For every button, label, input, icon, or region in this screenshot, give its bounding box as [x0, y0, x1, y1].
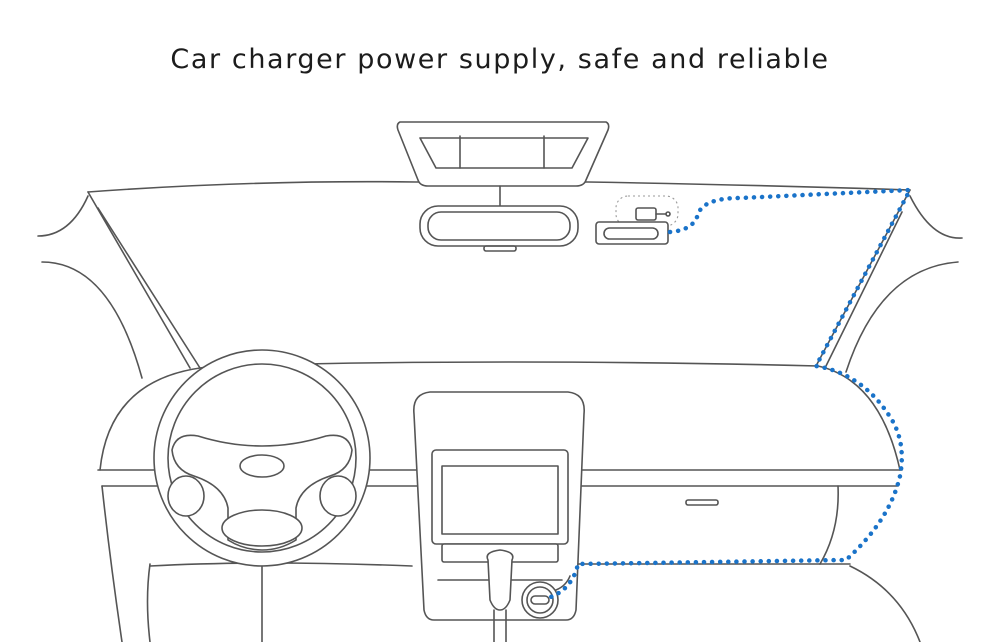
dashboard-top	[99, 361, 819, 471]
left-roof-curve	[37, 195, 89, 237]
glovebox-curve	[819, 485, 839, 565]
left-a-pillar	[87, 191, 191, 369]
infotainment-screen	[441, 465, 559, 535]
right-a-pillar-inner	[825, 211, 903, 367]
right-door-frame	[845, 261, 959, 373]
right-roof-curve	[909, 195, 963, 239]
dashboard-bottom-left	[146, 563, 151, 642]
gear-lever	[486, 549, 514, 611]
left-a-pillar-inner	[97, 207, 201, 369]
windshield-top-edge	[87, 180, 911, 193]
horn-pad	[239, 454, 285, 478]
steering-wheel-inner	[167, 363, 357, 553]
dashboard-right	[817, 365, 901, 471]
glovebox-handle	[685, 499, 719, 506]
dashboard-left-side	[101, 485, 123, 642]
steering-wheel-hub	[171, 434, 353, 551]
infotainment-screen-frame	[431, 449, 569, 545]
left-door-frame	[41, 261, 143, 379]
overhead-console-inner	[419, 137, 589, 169]
power-cable-route	[545, 187, 913, 601]
page-title: Car charger power supply, safe and relia…	[170, 44, 830, 75]
rearview-mirror-glass	[427, 211, 571, 241]
